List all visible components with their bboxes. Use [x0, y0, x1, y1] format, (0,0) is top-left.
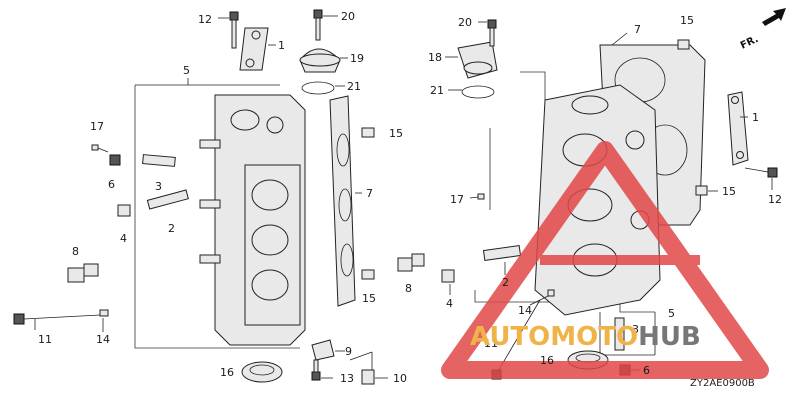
- callout-9: 9: [345, 345, 352, 358]
- front-direction-arrow-icon: [762, 8, 786, 26]
- plug-part-6-left: [109, 154, 121, 166]
- callout-21-left: 21: [347, 80, 361, 93]
- callout-19-left: 19: [350, 52, 364, 65]
- dowel-part-14-left: [99, 309, 109, 317]
- left-frame-5: [134, 85, 300, 349]
- callout-2-right: 2: [502, 276, 509, 289]
- bolt-part-20-right: [487, 19, 497, 47]
- callout-15-lower-left: 15: [362, 292, 376, 305]
- callout-17-right: 17: [450, 193, 464, 206]
- sensor-part-8-left: [67, 263, 99, 283]
- callout-1-right: 1: [752, 111, 759, 124]
- callout-14-left: 14: [96, 333, 110, 346]
- seal-part-4-left: [117, 204, 131, 217]
- callout-20-left: 20: [341, 10, 355, 23]
- watermark-part-3: HUB: [638, 322, 701, 352]
- callout-12-right: 12: [768, 193, 782, 206]
- pin-part-17-right: [477, 193, 485, 200]
- callout-5-left: 5: [183, 64, 190, 77]
- dowel-part-15-mid-right: [695, 185, 708, 196]
- callout-15-upper-left: 15: [389, 127, 403, 140]
- watermark-text: AUTOMOTOHUB: [470, 322, 701, 352]
- callout-16-right: 16: [540, 354, 554, 367]
- callout-15-upper-right: 15: [680, 14, 694, 27]
- pin-part-17-left: [91, 144, 99, 151]
- sensor-part-8-right: [397, 253, 425, 272]
- right-frame: [520, 71, 546, 100]
- callout-8-left: 8: [72, 245, 79, 258]
- thermostat-cover-part-18-right: [457, 41, 498, 79]
- diagram-code: ZY2AE0900B: [690, 378, 755, 389]
- callout-4-left: 4: [120, 232, 127, 245]
- pipe-part-3-right: [614, 317, 625, 351]
- bolt-part-11-left: [13, 313, 101, 325]
- direction-label: FR.: [739, 34, 760, 52]
- watermark-triangle-icon: [441, 141, 769, 379]
- pipe-part-3-left: [142, 154, 176, 167]
- callout-4-right: 4: [446, 297, 453, 310]
- callout-2-left: 2: [168, 222, 175, 235]
- o-ring-part-21-right: [461, 85, 495, 99]
- callout-3-right: 3: [632, 323, 639, 336]
- callout-15-mid-right: 15: [722, 185, 736, 198]
- callout-18-right: 18: [428, 51, 442, 64]
- bolt-part-12-right: [744, 167, 778, 178]
- callout-11-right: 11: [484, 337, 498, 350]
- callout-16-left: 16: [220, 366, 234, 379]
- bolt-part-12-left: [229, 11, 239, 49]
- dowel-part-14-right: [547, 289, 555, 297]
- seal-part-4-right: [441, 269, 455, 283]
- left-cylinder-head: [199, 94, 306, 346]
- callout-17-left: 17: [90, 120, 104, 133]
- bracket-part-9: [311, 339, 335, 361]
- callout-7-left: 7: [366, 187, 373, 200]
- callout-7-right: 7: [634, 23, 641, 36]
- callout-6-right: 6: [643, 364, 650, 377]
- callout-6-left: 6: [108, 178, 115, 191]
- bracket-part-1-left: [239, 27, 269, 71]
- dowel-part-15-upper-right: [677, 39, 690, 50]
- callout-10: 10: [393, 372, 407, 385]
- bracket-part-1-right: [727, 91, 749, 166]
- pipe-part-2-right: [482, 244, 522, 262]
- thermostat-cover-part-19-left: [299, 48, 341, 73]
- watermark-part-1: AUTO: [470, 322, 550, 352]
- callout-1-left: 1: [278, 39, 285, 52]
- gasket-part-7-left: [329, 95, 356, 307]
- callout-8-right: 8: [405, 282, 412, 295]
- o-ring-part-21-left: [301, 81, 335, 95]
- callout-20-right: 20: [458, 16, 472, 29]
- callout-13: 13: [340, 372, 354, 385]
- callout-5-right: 5: [668, 307, 675, 320]
- bolt-part-20-left: [313, 9, 323, 41]
- watermark-part-2: MOTO: [550, 322, 638, 352]
- callout-14-right: 14: [518, 304, 532, 317]
- dowel-part-15-lower-left: [361, 269, 375, 280]
- callout-11-left: 11: [38, 333, 52, 346]
- callout-21-right: 21: [430, 84, 444, 97]
- callout-12-left: 12: [198, 13, 212, 26]
- callout-3-left: 3: [155, 180, 162, 193]
- clamp-part-10: [361, 369, 375, 385]
- dowel-part-15-upper-left: [361, 127, 375, 138]
- pipe-part-2-left: [146, 189, 189, 210]
- bolt-part-13: [311, 359, 321, 381]
